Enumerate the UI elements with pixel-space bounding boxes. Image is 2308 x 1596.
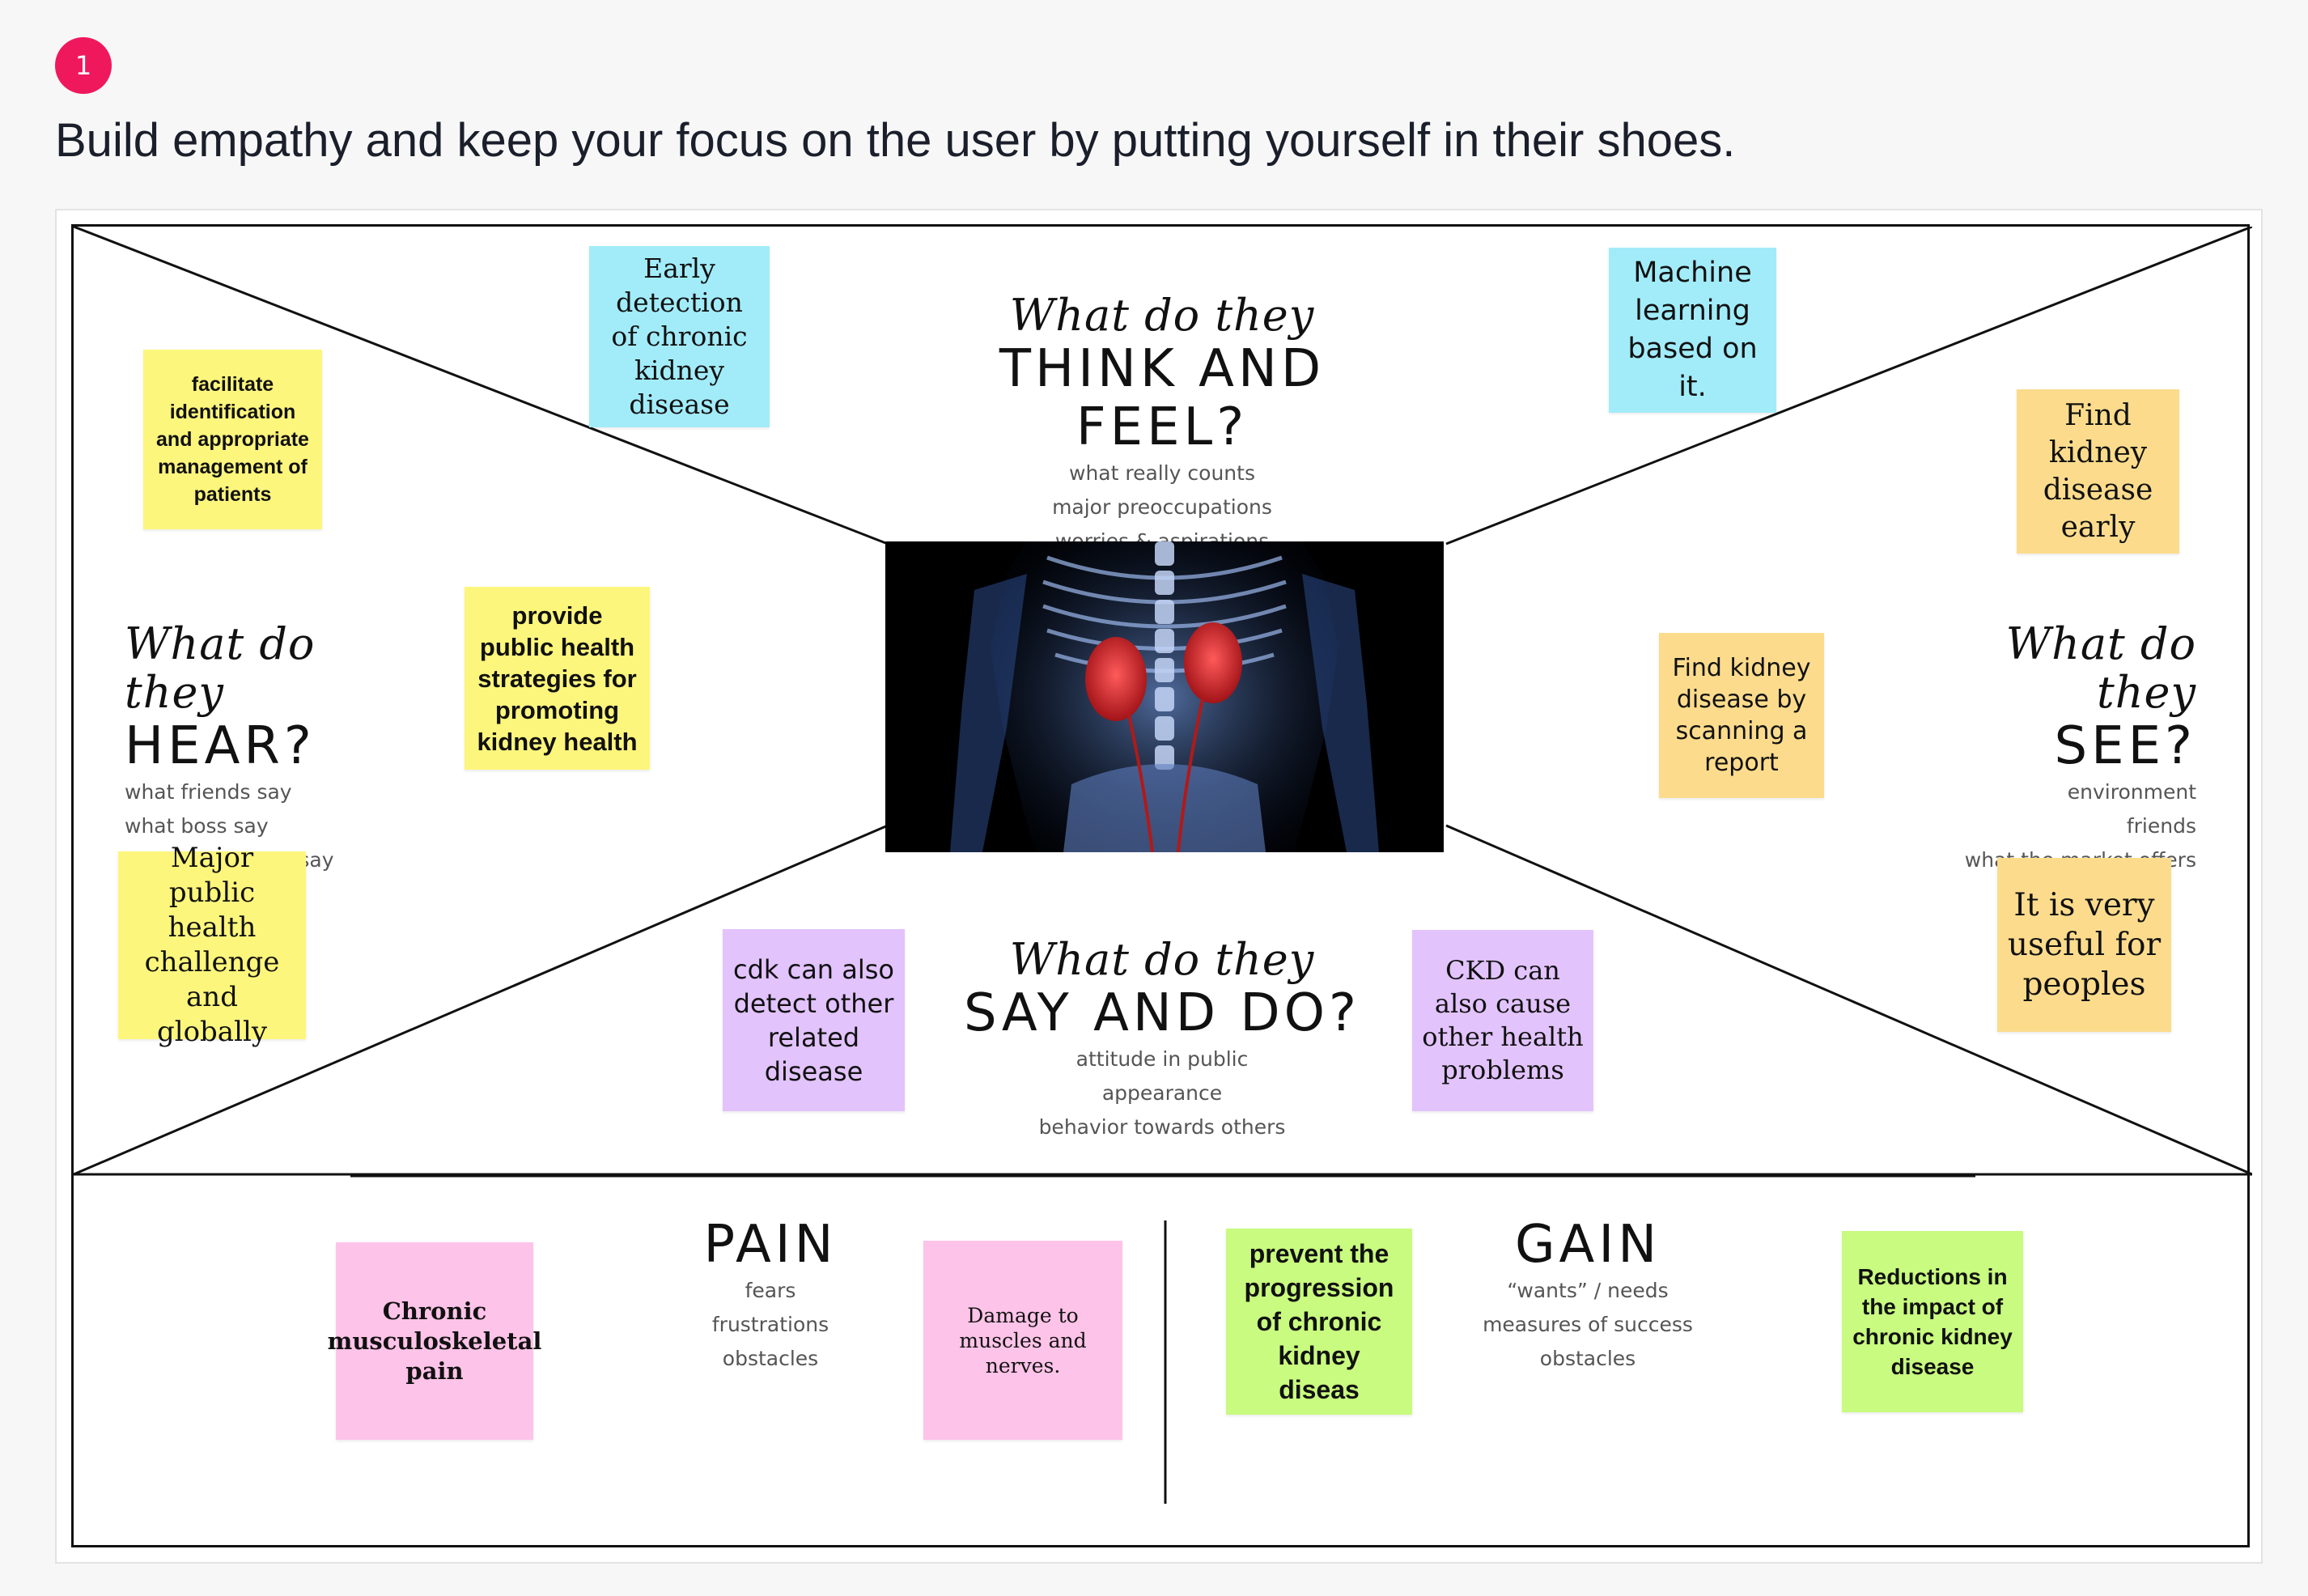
- hear-label: What do they HEAR? what friends say what…: [125, 620, 416, 877]
- pain-line-1: fears: [745, 1279, 796, 1302]
- pain-label: PAIN fears frustrations obstacles: [641, 1216, 900, 1376]
- gain-label: GAIN “wants” / needs measures of success…: [1458, 1216, 1717, 1376]
- say-do-title: SAY AND DO?: [964, 983, 1360, 1043]
- sticky-note-ckd-cause[interactable]: CKD can also cause other health problems: [1412, 930, 1593, 1111]
- gain-title: GAIN: [1514, 1215, 1661, 1275]
- sticky-note-reductions[interactable]: Reductions in the impact of chronic kidn…: [1842, 1231, 2023, 1412]
- see-title: SEE?: [2054, 716, 2196, 776]
- page-headline: Build empathy and keep your focus on the…: [55, 114, 1736, 167]
- think-feel-label: What do they THINK AND FEEL? what really…: [919, 291, 1405, 558]
- sticky-note-prevent-progression[interactable]: prevent the progression of chronic kidne…: [1226, 1229, 1412, 1415]
- hear-title: HEAR?: [125, 716, 316, 776]
- think-feel-title: THINK AND FEEL?: [999, 339, 1326, 457]
- sticky-note-very-useful[interactable]: It is very useful for peoples: [1997, 858, 2171, 1032]
- hear-line-2: what boss say: [125, 814, 269, 838]
- say-do-line-1: attitude in public: [1076, 1047, 1249, 1071]
- pain-title: PAIN: [703, 1215, 838, 1275]
- sticky-note-facilitate[interactable]: facilitate identification and appropriat…: [143, 350, 322, 529]
- pain-line-2: frustrations: [711, 1313, 829, 1336]
- see-script: What do they: [2005, 618, 2196, 718]
- sticky-note-major-challenge[interactable]: Major public health challenge and global…: [118, 842, 306, 1048]
- kidney-xray-image: [885, 541, 1444, 852]
- pain-line-3: obstacles: [722, 1347, 819, 1370]
- gain-line-1: “wants” / needs: [1507, 1279, 1669, 1302]
- think-feel-line-1: what really counts: [1069, 461, 1255, 485]
- gain-line-2: measures of success: [1483, 1313, 1693, 1336]
- hear-script: What do they: [125, 618, 316, 718]
- sticky-note-cdk-detect[interactable]: cdk can also detect other related diseas…: [723, 929, 905, 1111]
- step-number-badge: 1: [55, 37, 112, 94]
- sticky-note-machine-learning[interactable]: Machine learning based on it.: [1609, 248, 1776, 413]
- sticky-note-early-detection[interactable]: Early detection of chronic kidney diseas…: [589, 246, 770, 427]
- sticky-note-find-scanning[interactable]: Find kidney disease by scanning a report: [1659, 633, 1824, 798]
- think-feel-script: What do they: [1009, 290, 1315, 341]
- say-do-script: What do they: [1009, 934, 1315, 985]
- say-do-label: What do they SAY AND DO? attitude in pub…: [960, 936, 1364, 1144]
- see-line-1: environment: [2067, 780, 2196, 804]
- see-line-2: friends: [2126, 814, 2196, 838]
- see-label: What do they SEE? environment friends wh…: [1907, 620, 2196, 877]
- gain-line-3: obstacles: [1539, 1347, 1636, 1370]
- sticky-note-chronic-pain[interactable]: Chronic musculoskeletal pain: [328, 1242, 541, 1440]
- say-do-line-3: behavior towards others: [1038, 1115, 1286, 1139]
- say-do-line-2: appearance: [1101, 1081, 1223, 1105]
- think-feel-line-2: major preoccupations: [1052, 495, 1272, 519]
- sticky-note-damage-muscles[interactable]: Damage to muscles and nerves.: [923, 1241, 1122, 1440]
- hear-line-1: what friends say: [125, 780, 292, 804]
- sticky-note-public-strategies[interactable]: provide public health strategies for pro…: [465, 587, 650, 770]
- sticky-note-find-early[interactable]: Find kidney disease early: [2017, 389, 2179, 554]
